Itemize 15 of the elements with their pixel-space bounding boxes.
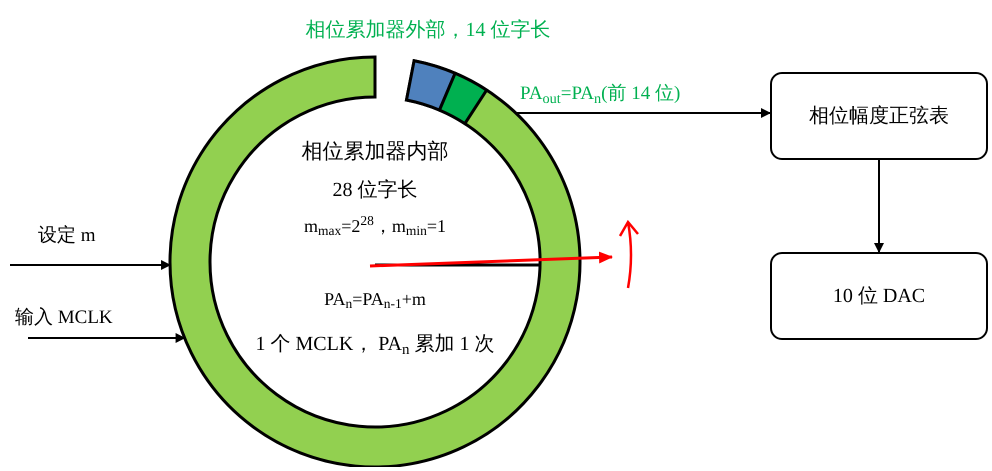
ring-text: 28 位字长 <box>332 178 418 203</box>
ring-text: 相位累加器内部 <box>300 138 450 164</box>
arrow <box>874 160 884 253</box>
edge-label: PA$_{out}$=PA$_{n}$(前 14 位) <box>520 82 680 106</box>
edge-label: 输入 MCLK <box>15 306 113 330</box>
process-box: 相位幅度正弦表 <box>770 72 988 160</box>
outer-heading: 相位累加器外部，14 位字长 <box>304 18 552 43</box>
ring-text: 1 个 MCLK， PA$_{n}$ 累加 1 次 <box>254 332 496 357</box>
arrow <box>10 260 172 270</box>
ring-text: m$_{max}$=2$^{28}$，m$_{min}$=1 <box>302 215 448 238</box>
arrow <box>28 333 186 343</box>
arrow <box>516 108 771 118</box>
ring-text: PA$_{n}$=PA$_{n-1}$+m <box>323 288 427 310</box>
edge-label: 设定 m <box>38 224 96 248</box>
process-box: 10 位 DAC <box>770 252 988 340</box>
